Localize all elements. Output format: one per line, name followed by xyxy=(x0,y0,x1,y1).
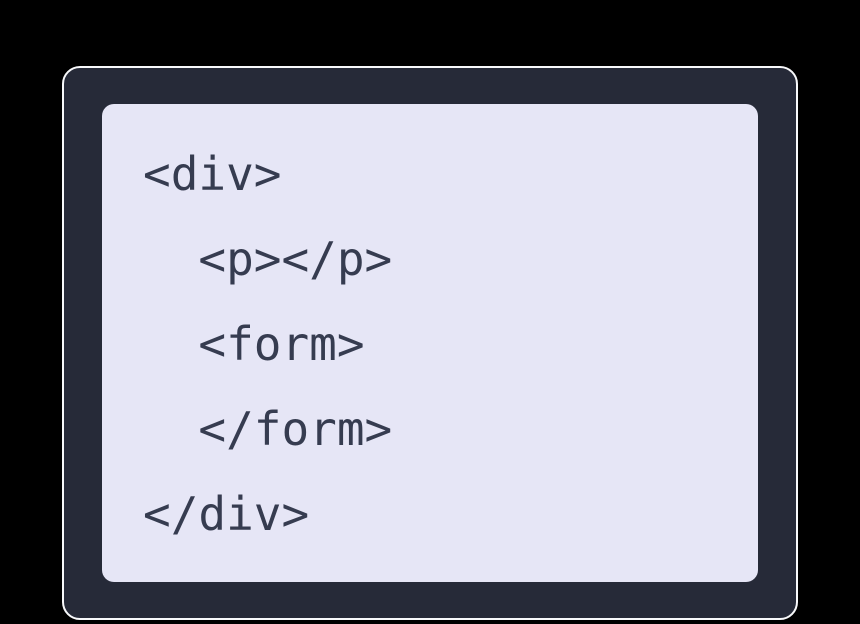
code-line-div-open: <div> xyxy=(143,147,282,201)
code-panel: <div> <p></p> <form> </form> </div> xyxy=(102,104,758,582)
code-line-form-open: <form> xyxy=(143,317,365,371)
code-line-p: <p></p> xyxy=(143,232,393,286)
code-card: <div> <p></p> <form> </form> </div> xyxy=(62,66,798,620)
code-line-form-close: </form> xyxy=(143,402,393,456)
code-block: <div> <p></p> <form> </form> </div> xyxy=(102,104,758,557)
code-line-div-close: </div> xyxy=(143,487,310,541)
